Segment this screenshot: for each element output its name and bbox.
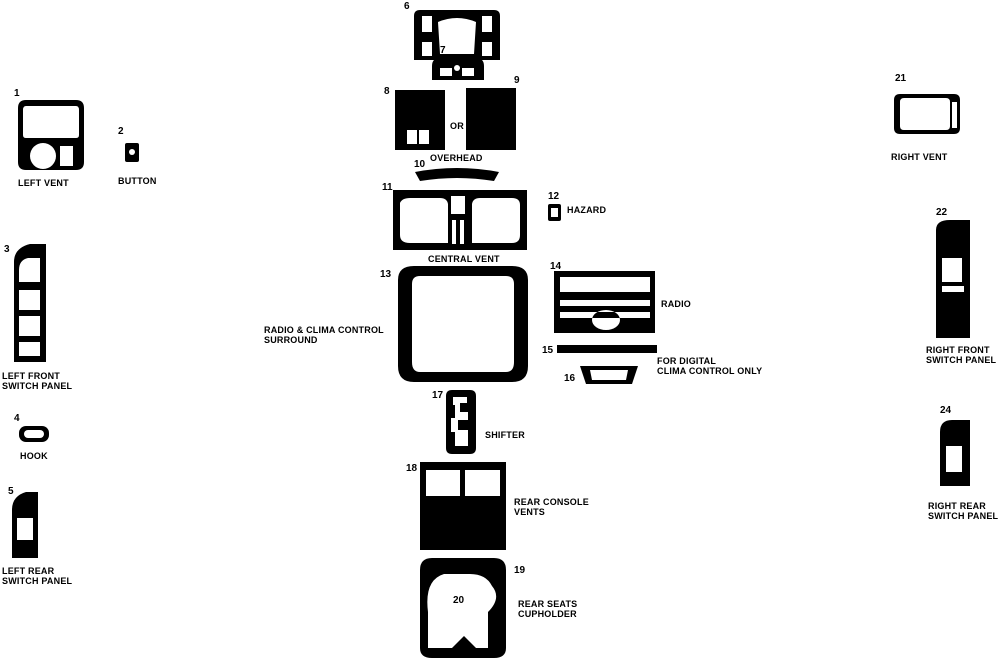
part-number-1: 1 [14, 88, 20, 99]
part-label-14: RADIO [661, 299, 691, 309]
part-5-left-rear-switch-panel [12, 492, 38, 558]
part-number-3: 3 [4, 244, 10, 255]
part-number-17: 17 [432, 390, 444, 401]
part-12-hazard [548, 204, 561, 221]
part-number-19: 19 [514, 565, 526, 576]
part-label-4: HOOK [20, 451, 48, 461]
part-number-22: 22 [936, 207, 948, 218]
part-label-2: BUTTON [118, 176, 157, 186]
part-19-rear-seats-cupholder [420, 558, 506, 658]
part-number-12: 12 [548, 191, 560, 202]
part-label-11: CENTRAL VENT [428, 254, 500, 264]
part-number-24: 24 [940, 405, 952, 416]
part-10-arc-strip [415, 168, 499, 181]
part-number-9: 9 [514, 75, 520, 86]
part-9-overhead-panel-alt [466, 88, 516, 150]
part-17-shifter [446, 390, 476, 454]
part-number-18: 18 [406, 463, 418, 474]
part-label-8: OVERHEAD [430, 153, 483, 163]
part-22-right-front-switch-panel [936, 220, 970, 338]
part-number-20: 20 [453, 595, 465, 606]
part-label-12: HAZARD [567, 205, 607, 215]
part-number-4: 4 [14, 413, 20, 424]
part-11-central-vent [393, 190, 527, 250]
part-21-right-vent [894, 94, 960, 134]
part-3-left-front-switch-panel [14, 244, 46, 362]
part-label-17: SHIFTER [485, 430, 525, 440]
part-7-overhead-lamp [432, 58, 484, 80]
part-number-16: 16 [564, 373, 576, 384]
part-number-2: 2 [118, 126, 124, 137]
part-label-21: RIGHT VENT [891, 152, 948, 162]
part-4-hook [19, 426, 49, 442]
part-15-digital-clima-strip [557, 345, 657, 353]
part-label-1: LEFT VENT [18, 178, 69, 188]
part-number-11: 11 [382, 182, 393, 193]
part-number-8: 8 [384, 86, 390, 97]
part-13-radio-clima-surround [398, 266, 528, 382]
part-18-rear-console-vents [420, 462, 506, 550]
part-24-right-rear-switch-panel [940, 420, 970, 486]
part-number-13: 13 [380, 269, 392, 280]
part-number-21: 21 [895, 73, 907, 84]
part-2-button [125, 143, 139, 162]
part-20-cupholder-insert [452, 636, 476, 648]
part-16-bracket [580, 366, 638, 384]
part-14-radio [554, 271, 655, 333]
or-text: OR [450, 121, 464, 131]
part-1-left-vent [18, 100, 84, 170]
part-number-6: 6 [404, 1, 410, 12]
part-number-14: 14 [550, 261, 562, 272]
part-6-overhead-console [414, 10, 500, 60]
part-number-15: 15 [542, 345, 554, 356]
part-number-10: 10 [414, 159, 426, 170]
part-number-7: 7 [440, 45, 446, 56]
part-8-overhead-panel [395, 90, 445, 150]
part-number-5: 5 [8, 486, 14, 497]
